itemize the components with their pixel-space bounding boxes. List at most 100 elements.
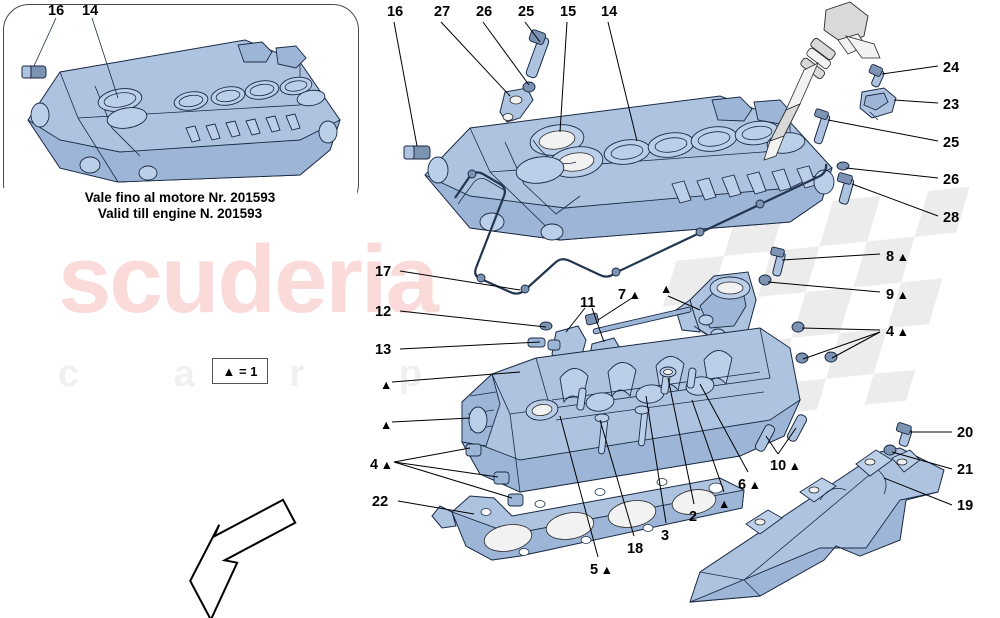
callout-number: 19 — [957, 498, 974, 514]
callout-label-4-25: 4 ▲ — [370, 458, 393, 473]
callout-number: 15 — [560, 4, 577, 20]
callout-label-17-17: 17 — [375, 265, 391, 280]
callout-label-6-28: 6 ▲ — [738, 478, 761, 493]
callout-number: 26 — [476, 4, 493, 20]
head-gasket-22 — [431, 477, 745, 561]
callout-number: 24 — [943, 60, 960, 76]
solenoid-b — [583, 337, 623, 425]
callout-number: 20 — [957, 425, 974, 441]
cylinder-head — [461, 327, 802, 493]
washer-26-right — [836, 161, 850, 171]
callout-number: 14 — [601, 4, 618, 20]
bolt-4c — [824, 351, 838, 363]
washer-9 — [758, 274, 772, 286]
triangle-icon: ▲ — [894, 250, 909, 264]
solenoid-a — [547, 325, 587, 413]
watermark-sub: c a r p a — [58, 353, 580, 395]
callout-number: 10 — [770, 458, 787, 474]
main-valve-cover — [424, 95, 835, 241]
callout-label-4-13: 4 ▲ — [886, 325, 909, 340]
callout-number: 5 — [590, 562, 599, 578]
callout-label-14-1: 14 — [82, 4, 98, 19]
callout-number: 28 — [943, 210, 960, 226]
callout-label-16-0: 16 — [387, 5, 403, 20]
top-small-parts — [403, 29, 550, 160]
bolt-4b — [795, 352, 809, 364]
callout-number: 6 — [738, 477, 747, 493]
callout-number: 17 — [375, 264, 392, 280]
callout-label-13-19: 13 — [375, 343, 391, 358]
callout-label-18-32: 18 — [627, 542, 643, 557]
callout-number: 2 — [689, 509, 698, 525]
inset-caption: Vale fino al motore Nr. 201593 Valid til… — [3, 188, 357, 224]
callout-number: 12 — [375, 304, 392, 320]
right-small-parts — [813, 64, 897, 205]
long-bolt-7 — [584, 306, 692, 335]
callout-label-5-33: 5 ▲ — [590, 563, 613, 578]
callout-label-7-21: 7 ▲ — [618, 288, 641, 303]
legend-quantity: ▲ = 1 — [212, 358, 268, 384]
callout-number: 4 — [370, 457, 379, 473]
callout-label-9-12: 9 ▲ — [886, 288, 909, 303]
callout-label-26-9: 26 — [943, 173, 959, 188]
callout-label-8-11: 8 ▲ — [886, 250, 909, 265]
triangle-icon: ▲ — [786, 459, 802, 473]
callout-label-27-1: 27 — [434, 5, 450, 20]
callout-number: 21 — [957, 462, 974, 478]
callout-label-20-14: 20 — [957, 426, 973, 441]
orientation-arrow — [189, 498, 297, 618]
callout-number: 16 — [387, 4, 404, 20]
timing-solenoids-11 — [527, 321, 623, 425]
cam-sensor-23 — [859, 87, 897, 121]
washer-26 — [522, 81, 536, 93]
callout-label-2-30: 2 — [689, 510, 697, 525]
callout-label-24-6: 24 — [943, 61, 959, 76]
callout-label-22-26: 22 — [372, 495, 388, 510]
callout-label-15-4: 15 — [560, 5, 576, 20]
callout-number: 4 — [886, 324, 895, 340]
triangle-icon: ▲ — [626, 288, 641, 302]
callout-number: 9 — [886, 287, 895, 303]
callout-number: 23 — [943, 97, 960, 113]
bracket-27 — [499, 87, 534, 123]
callout-label-3-31: 3 — [661, 529, 669, 544]
shield-fasteners — [883, 422, 913, 456]
callout-number: 3 — [661, 528, 670, 544]
ignition-coil — [763, 1, 881, 161]
bolt-24 — [868, 64, 885, 88]
callout-number: 8 — [886, 249, 895, 265]
callout-number: 26 — [943, 172, 960, 188]
callout-number: 16 — [48, 3, 65, 19]
watermark-checkered-flag — [626, 186, 970, 429]
plug-16 — [403, 145, 431, 160]
bolt-20 — [895, 422, 913, 447]
callout-label-14-5: 14 — [601, 5, 617, 20]
inset-caption-en: Valid till engine N. 201593 — [97, 206, 263, 221]
stud-28 — [836, 172, 855, 205]
callout-label-23-7: 23 — [943, 98, 959, 113]
callout-number: 18 — [627, 541, 644, 557]
valve-cover-gasket-17 — [454, 163, 828, 295]
spark-plug-tower-15 — [529, 124, 604, 178]
triangle-icon: ▲ — [718, 497, 731, 511]
callout-label-19-16: 19 — [957, 499, 973, 514]
callout-label-triangle-24: ▲ — [380, 418, 392, 433]
callout-number: 25 — [943, 135, 960, 151]
bolts-4-left — [465, 443, 524, 507]
callout-label-21-15: 21 — [957, 463, 973, 478]
part-13 — [527, 337, 546, 348]
bolt-25 — [525, 29, 550, 79]
triangle-icon: ▲ — [380, 378, 393, 392]
callout-label-25-3: 25 — [518, 5, 534, 20]
washer-21 — [883, 444, 897, 456]
callout-label-26-2: 26 — [476, 5, 492, 20]
triangle-icon: ▲ — [894, 288, 909, 302]
triangle-icon: ▲ — [746, 478, 761, 492]
callout-label-16-0: 16 — [48, 4, 64, 19]
callout-label-12-18: 12 — [375, 305, 391, 320]
callout-number: 11 — [580, 295, 596, 311]
callout-label-triangle-23: ▲ — [380, 378, 392, 393]
heat-shield-19 — [689, 447, 945, 603]
callout-label-28-10: 28 — [943, 211, 959, 226]
